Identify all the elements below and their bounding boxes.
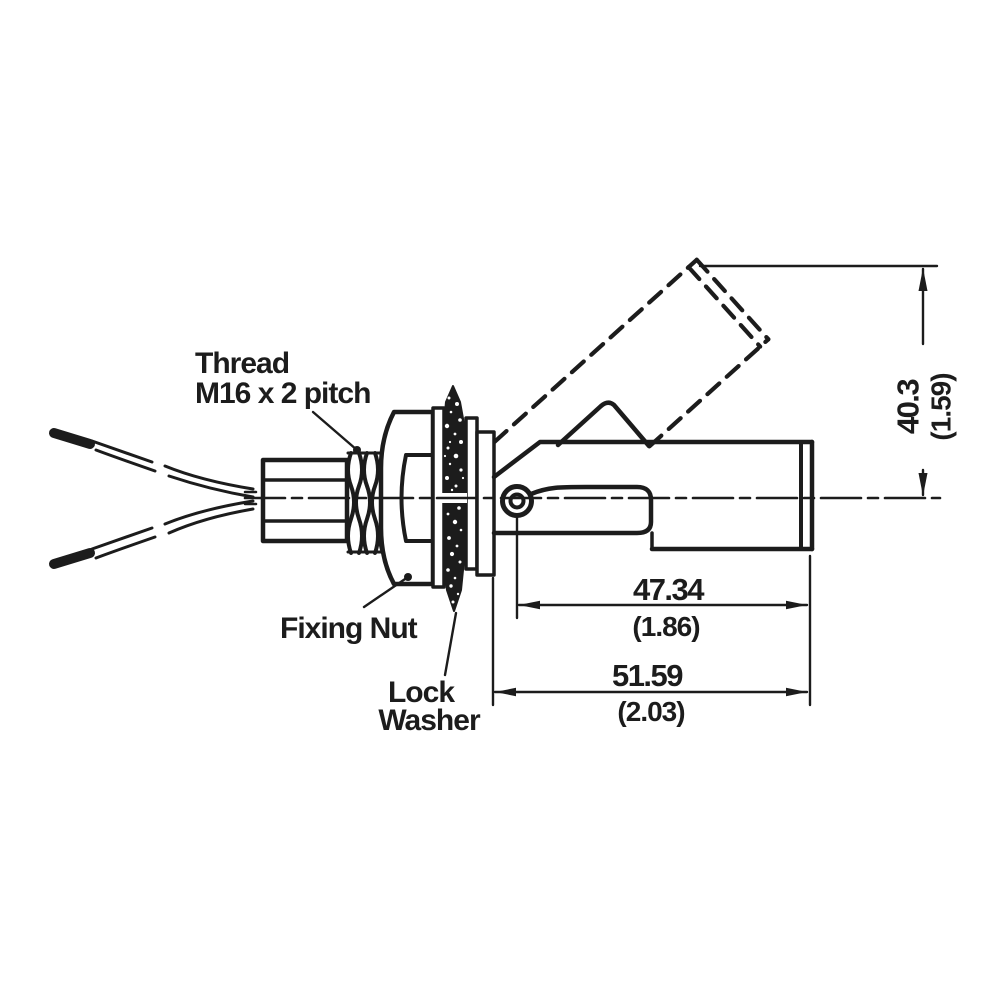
text-labels: Thread M16 x 2 pitch Fixing Nut Lock Was… xyxy=(195,347,957,737)
lower-wire-tip xyxy=(49,548,95,569)
thread-leader-dot xyxy=(353,446,361,454)
gland-body-outline xyxy=(260,457,350,544)
thread-label-line1: Thread xyxy=(195,347,289,380)
fixing-nut-leader xyxy=(362,575,410,609)
dim-float-length xyxy=(515,514,809,620)
upper-wire-outline xyxy=(90,439,154,464)
pivot-outer-ring xyxy=(500,484,534,518)
upper-wire-outline xyxy=(167,474,255,499)
dim-arrow-right xyxy=(786,687,807,697)
float-solid xyxy=(491,439,815,552)
thread-leader xyxy=(311,410,359,452)
dim-overall-length-mm: 51.59 xyxy=(612,658,683,693)
pivot-pin xyxy=(508,492,526,510)
raised-float-end-outer xyxy=(694,257,771,342)
dim-overall-length xyxy=(491,554,812,707)
upper-wire-outline xyxy=(163,464,255,491)
float-arm-raised xyxy=(555,400,652,449)
raised-float-end-inner xyxy=(686,265,763,349)
float-top-edge xyxy=(491,439,815,480)
mounting-plates xyxy=(464,416,496,577)
upper-wire-tip xyxy=(49,428,95,449)
upper-wire-outline xyxy=(94,448,157,473)
thread-crest xyxy=(354,451,364,555)
dim-arrow-up xyxy=(918,268,928,291)
dim-height-in: (1.59) xyxy=(926,373,957,440)
thread-crest xyxy=(370,451,380,555)
thread-label-line2: M16 x 2 pitch xyxy=(195,377,370,410)
dim-float-length-mm: 47.34 xyxy=(633,572,705,607)
dim-float-length-in: (1.86) xyxy=(632,611,699,642)
hinge-pivot xyxy=(500,484,534,518)
dim-height-mm: 40.3 xyxy=(891,379,926,435)
dim-arrow-left xyxy=(495,687,516,697)
dim-height xyxy=(698,264,939,497)
raised-float-bottom-edge xyxy=(647,337,771,449)
lock-washer-leader xyxy=(443,611,458,677)
lower-wire-outline xyxy=(163,499,255,526)
lock-washer-speckles xyxy=(443,396,465,604)
lower-wire-outline xyxy=(94,535,157,560)
float-arm xyxy=(491,484,654,551)
thread-crest xyxy=(362,451,372,555)
dim-arrow-down xyxy=(918,473,928,496)
leader-lines xyxy=(311,410,458,677)
dim-arrow-right xyxy=(786,600,807,610)
cable-gland-body xyxy=(260,457,350,544)
fixing-nut-label: Fixing Nut xyxy=(280,612,418,645)
dim-overall-length-in: (2.03) xyxy=(617,696,684,727)
dim-arrow-left xyxy=(519,600,540,610)
lower-wire-outline xyxy=(167,507,255,535)
lock-washer-label-line1: Lock xyxy=(388,676,455,709)
wires xyxy=(49,428,258,569)
lower-wire-outline xyxy=(90,526,154,551)
lock-washer-label-line2: Washer xyxy=(378,704,481,737)
raised-float-top-edge xyxy=(492,257,699,444)
float-raised-dashed xyxy=(492,257,771,449)
arm-outline xyxy=(491,484,654,536)
fixing-nut-leader-dot xyxy=(404,573,412,581)
bracket-base-plate xyxy=(475,430,496,577)
